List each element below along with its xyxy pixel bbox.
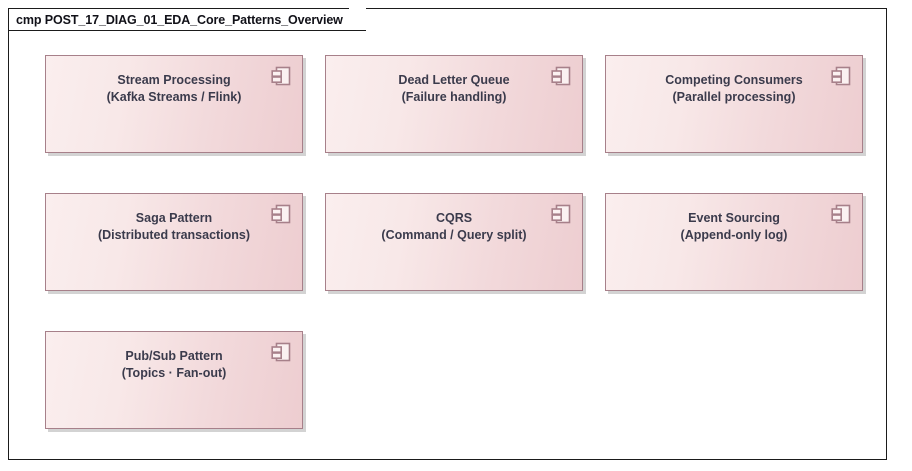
component-label: Pub/Sub Pattern (Topics · Fan-out): [46, 348, 302, 382]
component-name: Pub/Sub Pattern: [125, 349, 223, 363]
diagram-title-tab[interactable]: cmp POST_17_DIAG_01_EDA_Core_Patterns_Ov…: [8, 8, 366, 31]
component-label: Dead Letter Queue (Failure handling): [326, 72, 582, 106]
component-label: Stream Processing (Kafka Streams / Flink): [46, 72, 302, 106]
component-pubsub-pattern[interactable]: Pub/Sub Pattern (Topics · Fan-out): [45, 331, 303, 429]
component-name: Competing Consumers: [665, 73, 803, 87]
component-name: Event Sourcing: [688, 211, 780, 225]
uml-component-icon: [831, 203, 853, 225]
component-detail: (Append-only log): [680, 228, 788, 242]
component-detail: (Failure handling): [401, 90, 507, 104]
component-stream-processing[interactable]: Stream Processing (Kafka Streams / Flink): [45, 55, 303, 153]
component-detail: (Kafka Streams / Flink): [106, 90, 242, 104]
component-label: CQRS (Command / Query split): [326, 210, 582, 244]
component-name: Dead Letter Queue: [398, 73, 510, 87]
component-saga-pattern[interactable]: Saga Pattern (Distributed transactions): [45, 193, 303, 291]
component-name: Saga Pattern: [135, 211, 213, 225]
component-label: Event Sourcing (Append-only log): [606, 210, 862, 244]
component-detail: (Command / Query split): [381, 228, 527, 242]
component-cqrs[interactable]: CQRS (Command / Query split): [325, 193, 583, 291]
uml-component-icon: [271, 203, 293, 225]
component-label: Saga Pattern (Distributed transactions): [46, 210, 302, 244]
diagram-title-label: cmp POST_17_DIAG_01_EDA_Core_Patterns_Ov…: [16, 12, 343, 27]
component-name: Stream Processing: [117, 73, 231, 87]
component-dead-letter-queue[interactable]: Dead Letter Queue (Failure handling): [325, 55, 583, 153]
component-detail: (Distributed transactions): [97, 228, 251, 242]
component-event-sourcing[interactable]: Event Sourcing (Append-only log): [605, 193, 863, 291]
diagram-title-tab-slant: [348, 8, 366, 31]
component-detail: (Topics · Fan-out): [121, 366, 227, 380]
diagram-title-tab-body: cmp POST_17_DIAG_01_EDA_Core_Patterns_Ov…: [8, 8, 349, 31]
uml-component-icon: [551, 203, 573, 225]
component-competing-consumers[interactable]: Competing Consumers (Parallel processing): [605, 55, 863, 153]
uml-component-icon: [271, 65, 293, 87]
uml-component-icon: [551, 65, 573, 87]
component-detail: (Parallel processing): [672, 90, 796, 104]
component-name: CQRS: [435, 211, 473, 225]
component-label: Competing Consumers (Parallel processing): [606, 72, 862, 106]
uml-component-icon: [271, 341, 293, 363]
uml-component-icon: [831, 65, 853, 87]
